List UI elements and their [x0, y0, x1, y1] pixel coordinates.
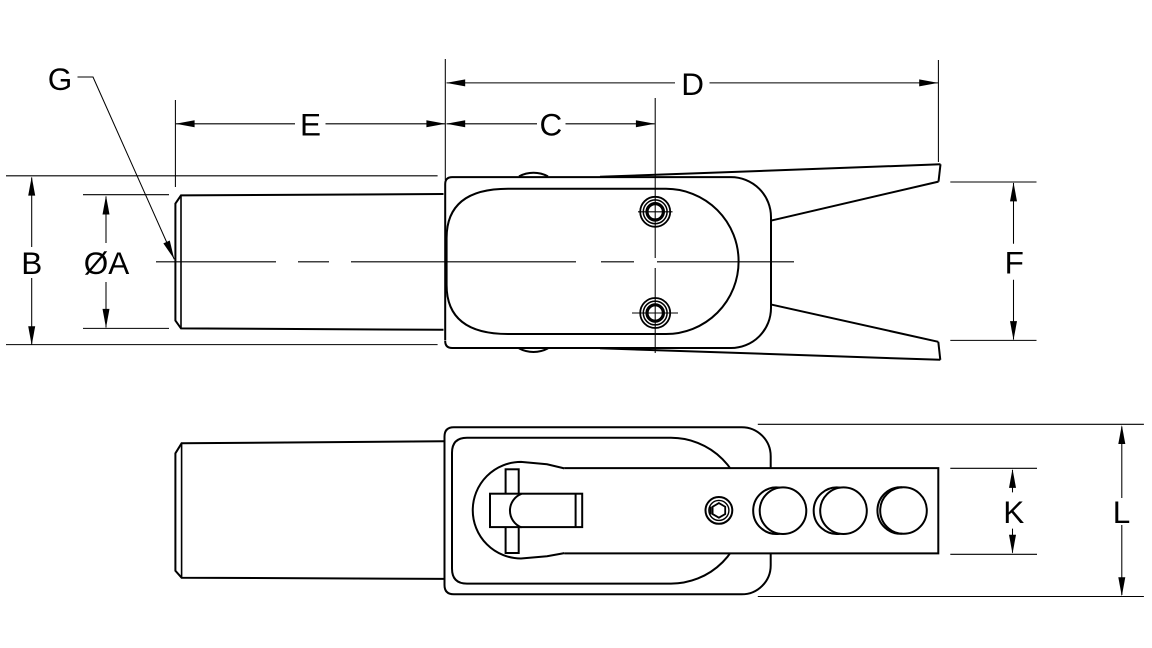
- svg-text:C: C: [540, 107, 563, 143]
- svg-text:K: K: [1003, 494, 1024, 530]
- svg-text:ØA: ØA: [84, 245, 130, 281]
- svg-text:E: E: [300, 107, 321, 143]
- svg-text:B: B: [21, 245, 42, 281]
- svg-text:L: L: [1113, 494, 1131, 530]
- svg-text:D: D: [681, 66, 704, 102]
- svg-text:G: G: [48, 61, 73, 97]
- svg-text:F: F: [1005, 245, 1024, 281]
